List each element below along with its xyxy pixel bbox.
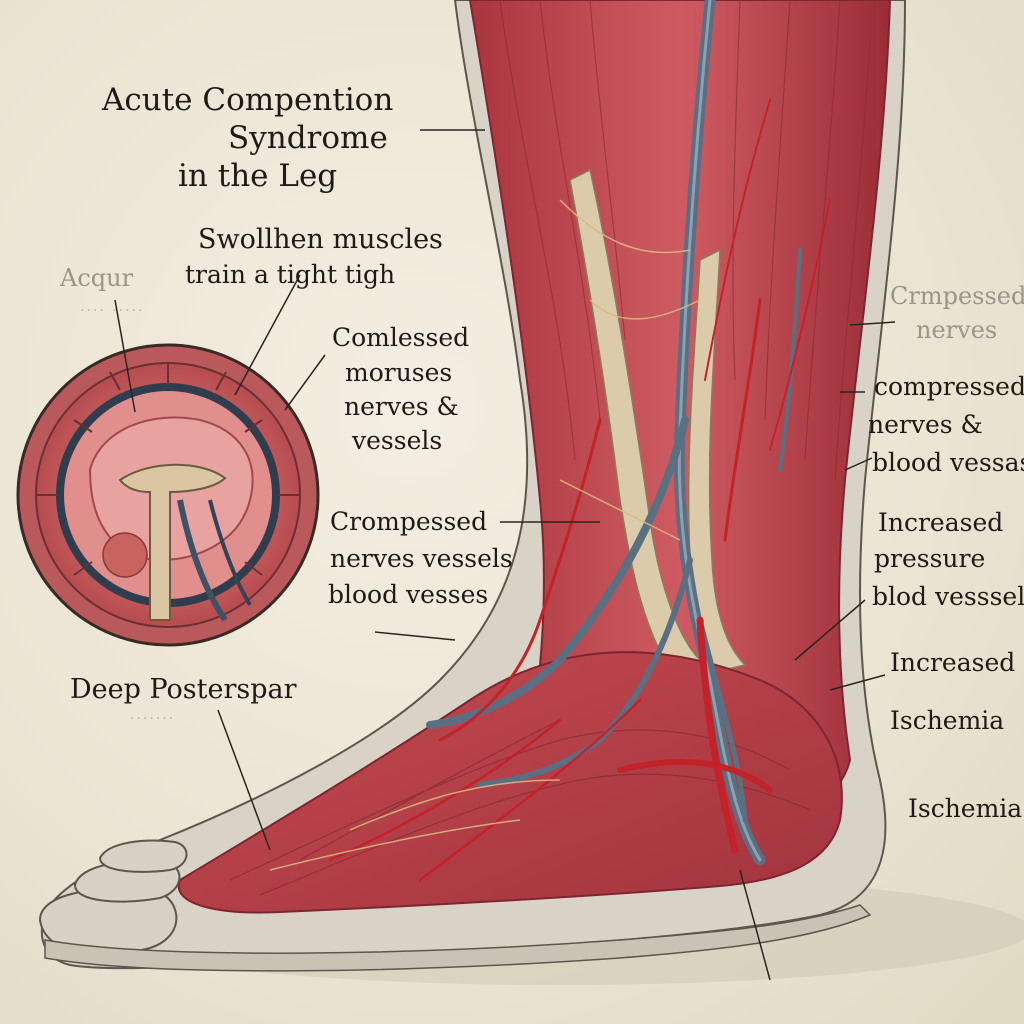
nerves (269, 199, 701, 871)
label-compressed-mid-3: blood vesses (328, 580, 489, 609)
label-faint-left-sub: ···· ····· (80, 303, 145, 319)
label-increased-1: Increased (878, 508, 1004, 537)
title-line-1: Acute Compention (102, 82, 394, 118)
sole (44, 904, 872, 972)
label-compressed-left-1: Comlessed (332, 323, 470, 352)
label-tight-fascia: train a tight tigh (185, 260, 396, 289)
label-right-faint-1: Crmpessed (890, 282, 1024, 310)
label-right-compressed-2: nerves & (868, 410, 983, 439)
label-deep-posterior: Deep Posterspar (70, 674, 297, 705)
label-right-compressed-3: blood vessas (872, 448, 1024, 477)
label-right-faint-2: nerves (916, 316, 998, 344)
label-compressed-mid-2: nerves vessels (330, 544, 513, 573)
label-ischemia-1: Ischemia (890, 706, 1005, 735)
label-ischemia-2: Ischemia (908, 794, 1023, 823)
leader-lines (114, 129, 896, 981)
arteries (328, 99, 831, 882)
title-line-3: in the Leg (178, 158, 338, 194)
label-swollen-muscles: Swollhen muscles (198, 224, 443, 255)
label-increased-2: pressure (874, 544, 986, 573)
label-compressed-left-4: vessels (352, 426, 443, 455)
label-compressed-mid-1: Crompessed (330, 507, 488, 536)
label-right-compressed-1: compressed (874, 372, 1024, 401)
label-compressed-left-2: moruses (345, 358, 453, 387)
title-line-2: Syndrome (228, 120, 388, 156)
label-faint-left: Acqur (60, 264, 134, 292)
label-compressed-left-3: nerves & (344, 392, 459, 421)
label-increased-short: Increased (890, 648, 1016, 677)
toes (38, 839, 188, 956)
label-deep-posterior-sub: ······· (130, 711, 176, 727)
cross-section-diagram (16, 343, 320, 647)
muscle-fibres (499, 0, 871, 481)
label-increased-3: blod vesssels (872, 582, 1024, 611)
veins (426, 0, 802, 866)
